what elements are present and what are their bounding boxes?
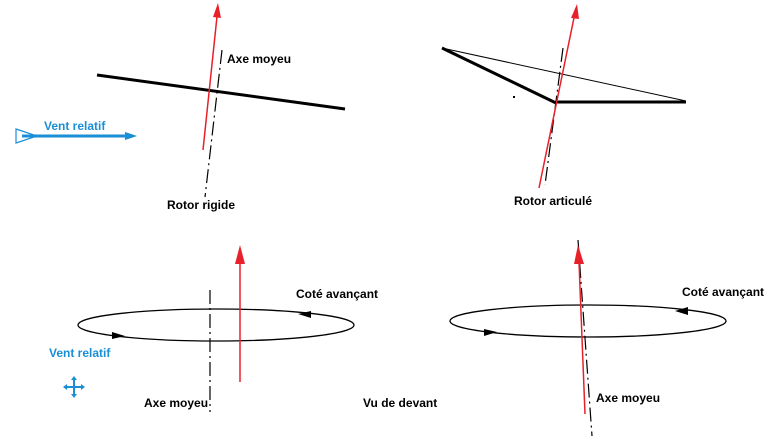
front-view-caption: Vu de devant [363, 396, 437, 410]
left-rotor-disc [77, 308, 355, 342]
move-cross-icon [63, 376, 85, 398]
articulated-hub-axis [544, 47, 564, 186]
panel-front-left: Coté avançant Vent relatif Axe moyeu Vu … [49, 245, 437, 412]
right-disc-arrow-back [675, 307, 688, 315]
articulated-lift-arrow [538, 7, 577, 189]
articulated-caption: Rotor articulé [514, 194, 592, 208]
rigid-hub-axis-label: Axe moyeu [227, 52, 291, 66]
rigid-lift-arrowhead [213, 3, 221, 18]
panel-front-right: Coté avançant Axe moyeu [449, 239, 764, 437]
rigid-caption: Rotor rigide [167, 198, 235, 212]
wind-arrow [15, 128, 137, 144]
right-lift-arrowhead [574, 245, 584, 264]
right-disc-arrow-front [484, 329, 497, 336]
left-hub-axis-label: Axe moyeu [144, 396, 208, 410]
rigid-lift-arrow [202, 6, 219, 151]
left-disc-arrow-back [298, 311, 311, 318]
right-advancing-label: Coté avançant [682, 285, 764, 299]
rigid-hub-axis [204, 49, 223, 198]
left-lift-arrowhead [235, 245, 245, 264]
right-hub-axis-label: Axe moyeu [596, 391, 660, 405]
panel-articulated-rotor: Rotor articulé [441, 4, 687, 208]
articulated-blade-left [441, 46, 557, 105]
articulated-cone-line [441, 47, 687, 102]
right-hub-axis [577, 239, 593, 437]
left-disc-arrow-front [112, 332, 125, 339]
rigid-blade [96, 73, 346, 111]
left-advancing-label: Coté avançant [296, 287, 378, 301]
panel-rigid-rotor: Axe moyeu Rotor rigide Vent relatif [15, 3, 346, 212]
stray-dot [513, 96, 515, 98]
wind-label-bottom: Vent relatif [49, 346, 111, 360]
articulated-lift-arrowhead [571, 4, 579, 19]
right-rotor-disc [449, 304, 727, 338]
wind-label-top: Vent relatif [44, 119, 106, 133]
right-lift-arrow [578, 261, 586, 415]
